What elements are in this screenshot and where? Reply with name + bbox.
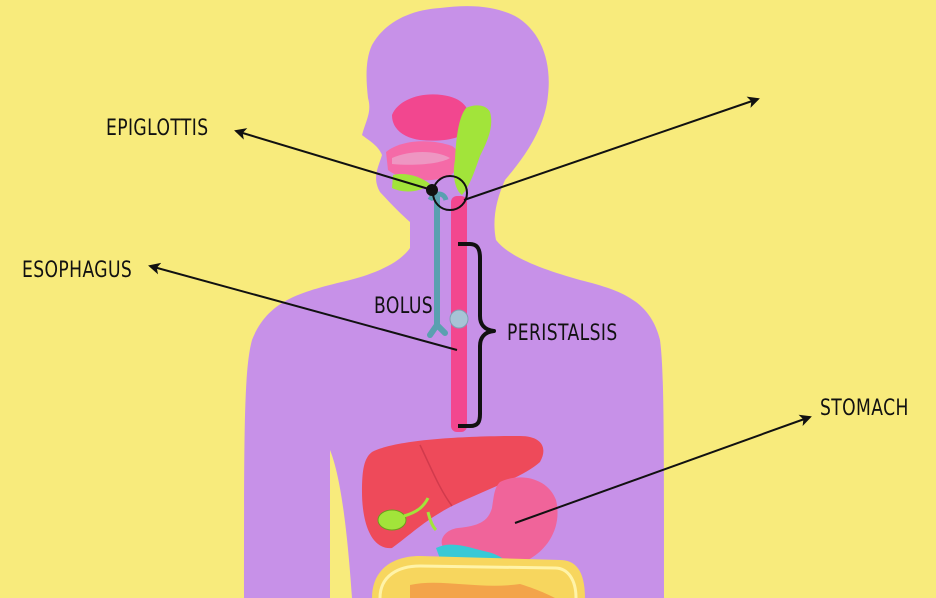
stomach-organ: [441, 477, 558, 564]
unlabeled-arrow: [463, 96, 760, 201]
gallbladder: [377, 509, 407, 531]
label-esophagus: ESOPHAGUS: [22, 258, 133, 283]
bile-duct: [403, 497, 438, 532]
trachea: [427, 192, 448, 338]
palate-shading: [392, 152, 450, 165]
larynx: [427, 191, 449, 202]
stomach-arrow: [514, 414, 812, 524]
label-stomach: STOMACH: [820, 396, 909, 421]
bolus-ball: [449, 309, 469, 329]
label-epiglottis: EPIGLOTTIS: [106, 116, 209, 141]
label-bolus: BOLUS: [374, 294, 434, 319]
tonsil-tissue: [453, 105, 492, 195]
esophagus-arrow: [148, 262, 458, 351]
liver-lobe-line: [419, 444, 453, 507]
epiglottis-arrow: [234, 128, 433, 191]
liver: [362, 436, 544, 549]
intestine-inner-line: [378, 564, 578, 598]
peristalsis-brace: [458, 242, 496, 428]
nasal-cavity: [392, 94, 471, 141]
small-intestine: [410, 582, 555, 598]
label-peristalsis: PERISTALSIS: [507, 321, 618, 346]
